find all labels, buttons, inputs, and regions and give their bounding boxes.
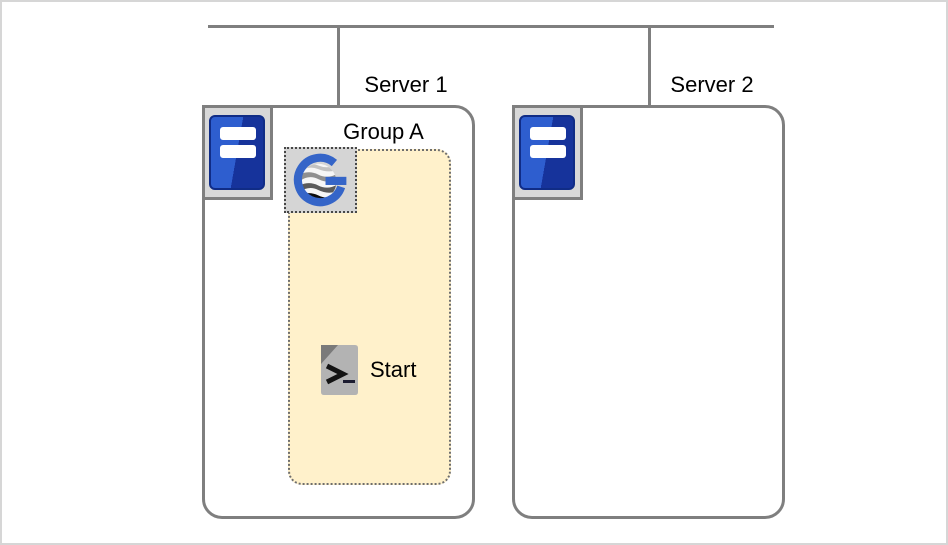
group-logo-icon[interactable] — [284, 147, 357, 213]
start-job-label: Start — [370, 357, 417, 382]
server1-label: Server 1 — [364, 72, 448, 97]
network-bus-line — [208, 25, 774, 28]
server-tower-icon — [519, 115, 575, 190]
g-globe-logo-icon — [293, 153, 346, 207]
shell-script-file-icon — [321, 345, 358, 395]
group-a-box[interactable] — [288, 149, 451, 485]
server2-icon[interactable] — [512, 105, 583, 200]
server1-connector-line — [337, 27, 340, 105]
server1-icon[interactable] — [202, 105, 273, 200]
tower-slot-bar — [220, 145, 256, 158]
group-a-label: Group A — [343, 119, 424, 144]
tower-slot-bar — [530, 145, 566, 158]
tower-slot-bar — [530, 127, 566, 140]
server-tower-icon — [209, 115, 265, 190]
tower-slot-bar — [220, 127, 256, 140]
server2-label: Server 2 — [670, 72, 754, 97]
start-job-node[interactable]: Start — [321, 345, 416, 395]
server2-connector-line — [648, 27, 651, 105]
